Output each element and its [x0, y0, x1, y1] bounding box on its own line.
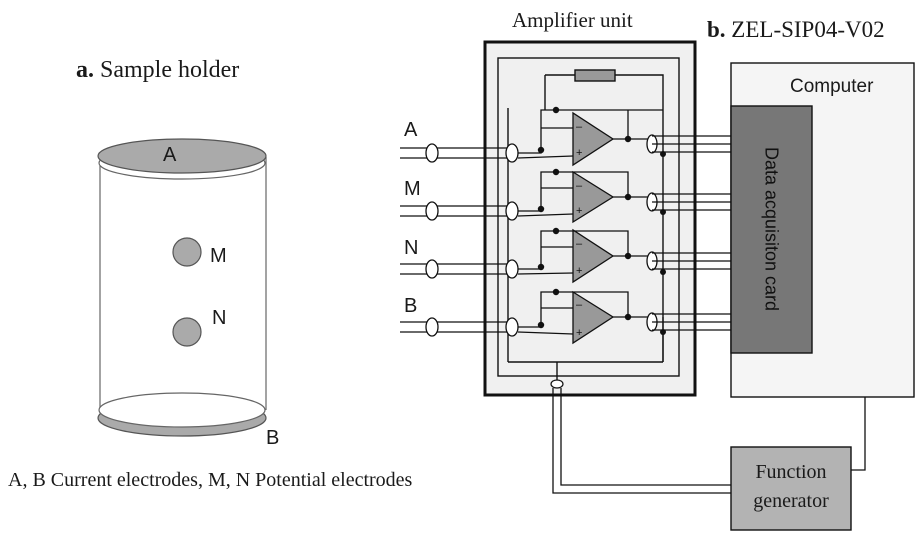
- panel-b-heading: b. ZEL-SIP04-V02: [707, 17, 885, 43]
- op-amp-3: [572, 228, 615, 284]
- junction-dots: [537, 106, 666, 335]
- amplifier-title: Amplifier unit: [512, 8, 633, 32]
- electrode-n: [172, 317, 202, 347]
- function-generator-line2: generator: [753, 490, 829, 512]
- panel-a-label: a.: [76, 57, 94, 83]
- op-amp-signs: – + – + – + – +: [576, 121, 583, 339]
- electrode-a-label: A: [163, 144, 177, 166]
- panel-a-heading: a. Sample holder: [76, 57, 239, 84]
- amp-wiring: [517, 109, 664, 362]
- panel-a-caption: A, B Current electrodes, M, N Potential …: [8, 469, 413, 491]
- ground-connector: [550, 379, 564, 389]
- output-cables: [652, 135, 735, 331]
- cylinder-body: [100, 157, 266, 409]
- generator-wiring: [552, 388, 866, 494]
- svg-text:–: –: [576, 121, 583, 133]
- input-label-b: B: [404, 295, 418, 317]
- svg-text:+: +: [576, 327, 582, 339]
- svg-text:+: +: [576, 265, 582, 277]
- op-amp-2: [572, 170, 615, 224]
- daq-card-label: Data acquisiton card: [761, 146, 782, 312]
- function-generator-box: [730, 446, 852, 531]
- op-amp-4: [572, 290, 615, 345]
- input-cables: [400, 147, 512, 333]
- op-amps: [572, 111, 615, 345]
- svg-text:–: –: [576, 180, 583, 192]
- panel-a-title: Sample holder: [100, 57, 240, 83]
- svg-text:–: –: [576, 238, 583, 250]
- svg-text:–: –: [576, 299, 583, 311]
- svg-text:+: +: [576, 205, 582, 217]
- feedback-resistor: [574, 69, 616, 82]
- function-generator-label: Function generator: [731, 458, 851, 516]
- daq-card: [730, 105, 813, 354]
- input-label-n: N: [404, 237, 419, 259]
- cylinder-bottom-rim: [98, 392, 266, 428]
- electrode-b-label: B: [266, 427, 280, 449]
- electrode-n-label: N: [212, 307, 227, 329]
- input-label-m: M: [404, 178, 421, 200]
- electrode-m: [172, 237, 202, 267]
- panel-b-title: ZEL-SIP04-V02: [731, 17, 885, 42]
- input-label-a: A: [404, 119, 418, 141]
- svg-text:+: +: [576, 147, 582, 159]
- function-generator-line1: Function: [755, 461, 827, 483]
- sample-holder: [97, 138, 267, 437]
- electrode-m-label: M: [210, 245, 227, 267]
- computer-label: Computer: [790, 76, 874, 97]
- top-electrode-a: [97, 138, 267, 174]
- panel-b-label: b.: [707, 17, 726, 42]
- op-amp-1: [572, 111, 615, 167]
